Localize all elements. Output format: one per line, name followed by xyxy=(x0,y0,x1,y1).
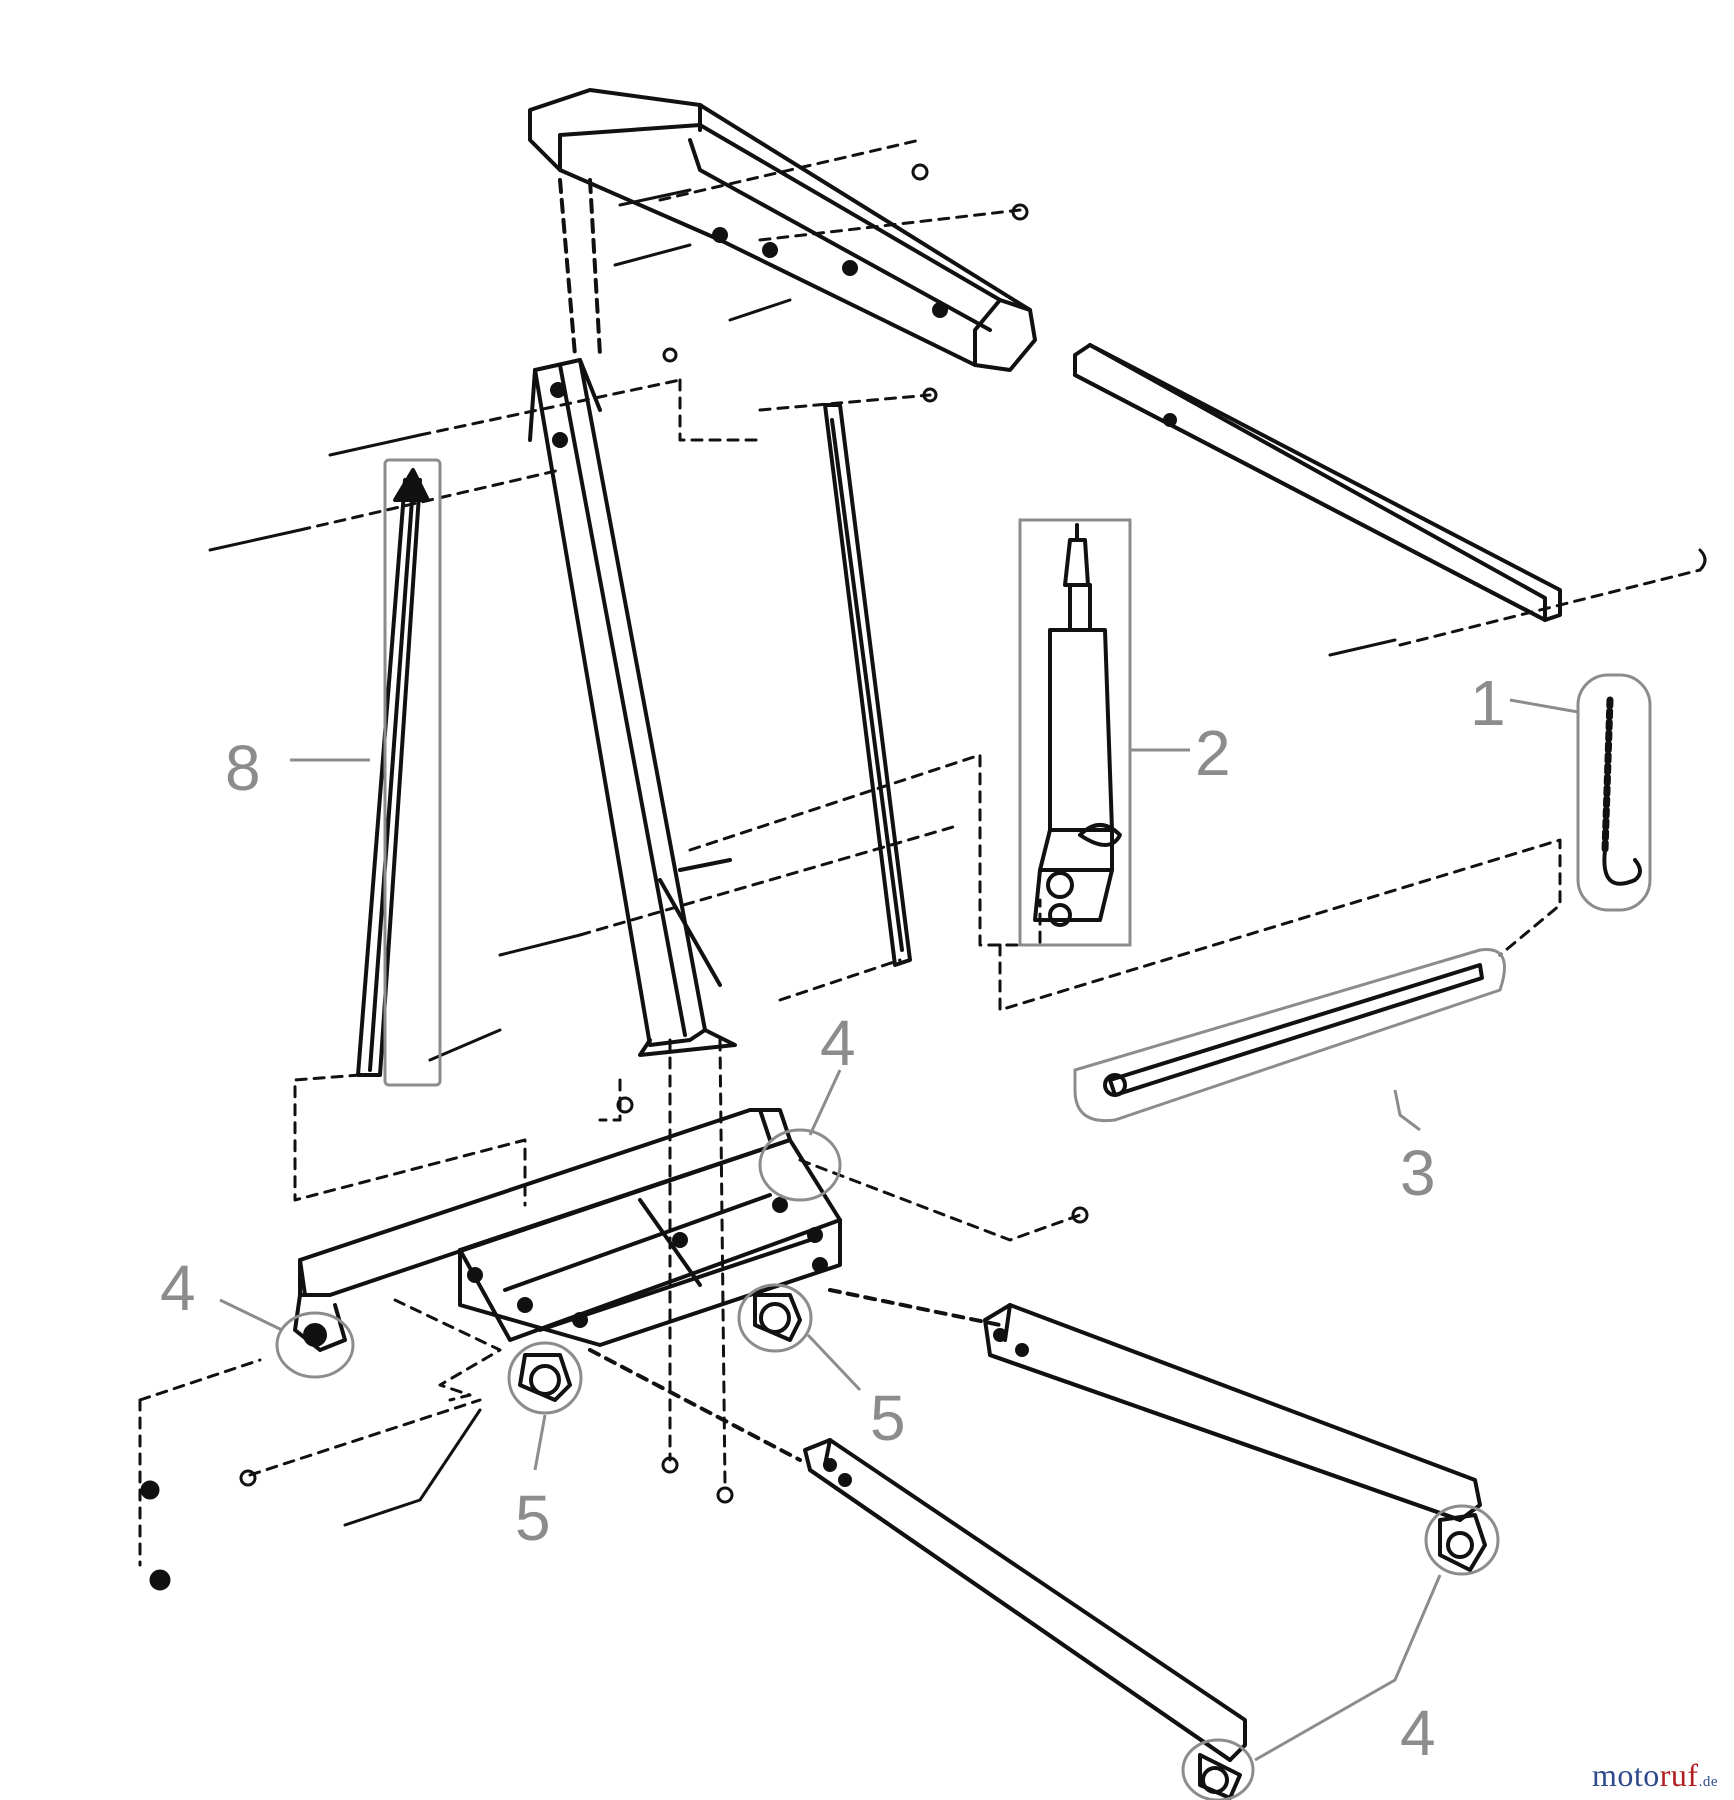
boom-arm xyxy=(528,88,1037,372)
caster-right-leg xyxy=(1438,1513,1487,1572)
highlight-part-8 xyxy=(383,458,442,1087)
caster-center-left xyxy=(518,1353,572,1402)
watermark-suffix: .de xyxy=(1698,1774,1718,1790)
left-leg xyxy=(588,1348,1247,1762)
callout-part-4b: 4 xyxy=(160,1252,196,1324)
watermark-part1: moto xyxy=(1591,1757,1660,1793)
watermark-logo: motoruf.de xyxy=(1592,1757,1718,1794)
highlight-part-4a xyxy=(758,1128,842,1202)
base-frame xyxy=(298,1108,842,1347)
highlight-part-3 xyxy=(1073,948,1506,1123)
boom-extension xyxy=(1073,343,1562,622)
callout-part-5a: 5 xyxy=(515,1482,551,1554)
highlight-part-4c-top xyxy=(1424,1504,1500,1576)
highlight-part-4c-bottom xyxy=(1181,1738,1255,1800)
watermark-part2: ruf xyxy=(1659,1757,1699,1793)
boom-bolts xyxy=(613,138,1029,322)
callout-part-4c: 4 xyxy=(1400,1697,1436,1769)
chain-hook-part-1 xyxy=(1601,696,1642,886)
callout-part-5b: 5 xyxy=(870,1382,906,1454)
callout-part-1: 1 xyxy=(1470,667,1506,739)
highlight-part-5a xyxy=(507,1341,583,1415)
extension-pin xyxy=(1328,548,1707,657)
strut-part-8 xyxy=(356,468,430,1077)
highlight-part-4b xyxy=(275,1311,355,1379)
highlight-part-5b xyxy=(737,1283,813,1353)
callout-part-4a: 4 xyxy=(820,1007,856,1079)
mast xyxy=(528,178,737,1057)
mast-bolts xyxy=(208,347,938,552)
highlight-part-1 xyxy=(1576,673,1652,912)
handle-part-3 xyxy=(1103,963,1484,1097)
callout-numbers: 1 2 3 4 4 4 5 5 8 xyxy=(160,667,1506,1769)
assembly-lines xyxy=(293,753,1562,1207)
caster-center-right xyxy=(753,1293,802,1342)
base-bolts xyxy=(138,1038,1089,1591)
leader-lines xyxy=(219,698,1579,1762)
callout-highlights xyxy=(275,458,1652,1800)
highlight-part-2 xyxy=(1018,518,1132,947)
caster-front-left xyxy=(293,1293,347,1352)
callout-part-8: 8 xyxy=(225,732,261,804)
callout-part-3: 3 xyxy=(1400,1137,1436,1209)
right-leg xyxy=(828,1288,1482,1522)
caster-left-leg xyxy=(1198,1753,1242,1800)
support-rod xyxy=(823,403,912,967)
hydraulic-ram-part-2 xyxy=(1033,523,1122,927)
callout-part-2: 2 xyxy=(1195,717,1231,789)
